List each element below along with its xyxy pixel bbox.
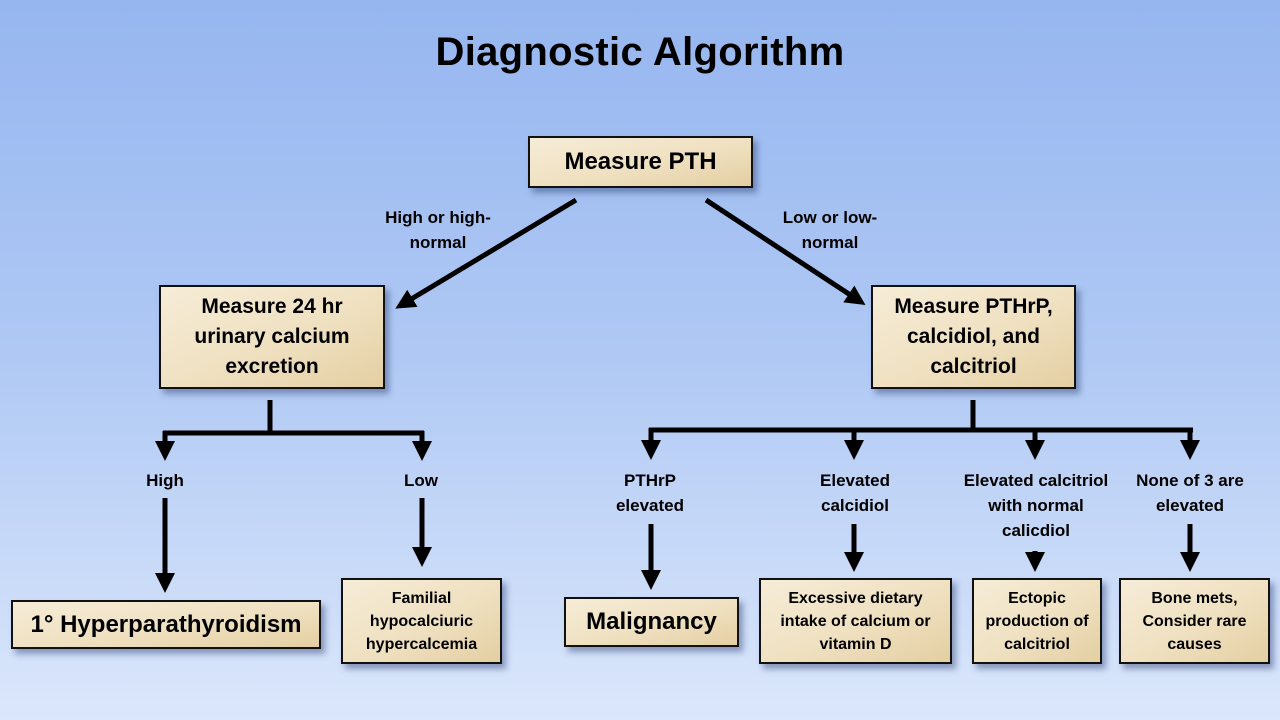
edge-label-low-or-low-normal: Low or low-normal: [782, 208, 878, 252]
node-measure-urinary-calcium: Measure 24 hr urinary calcium excretion: [159, 285, 385, 389]
node-fhh: Familial hypocalciuric hypercalcemia: [341, 578, 502, 664]
node-label: Ectopic production of calcitriol: [985, 589, 1089, 653]
node-primary-hyperparathyroidism: 1° Hyperparathyroidism: [11, 600, 321, 649]
node-label: Measure PTHrP, calcidiol, and calcitriol: [894, 295, 1053, 378]
node-measure-pth: Measure PTH: [528, 136, 753, 188]
node-label: Excessive dietary intake of calcium or v…: [780, 589, 931, 653]
diagram-title: Diagnostic Algorithm: [435, 30, 845, 74]
node-label: 1° Hyperparathyroidism: [30, 610, 302, 638]
edge-label-high-or-high-normal: High or high-normal: [385, 208, 491, 252]
node-ectopic-calcitriol: Ectopic production of calcitriol: [972, 578, 1102, 664]
edge-label-high: High: [146, 471, 184, 490]
node-malignancy: Malignancy: [564, 597, 739, 647]
edge-label-elevated-calcidiol: Elevated calcidiol: [820, 471, 890, 515]
node-measure-pthrp: Measure PTHrP, calcidiol, and calcitriol: [871, 285, 1076, 389]
arrow-pth-to-pthrp: [704, 197, 866, 305]
edge-label-pthrp-elevated: PTHrP elevated: [615, 471, 685, 515]
node-label: Familial hypocalciuric hypercalcemia: [365, 589, 478, 653]
node-label: Measure PTH: [564, 148, 717, 176]
node-label: Malignancy: [586, 608, 717, 636]
edge-label-elevated-calcitriol: Elevated calcitriol with normal calicdio…: [963, 471, 1109, 540]
arrow-pth-to-urinary: [395, 197, 578, 309]
node-label: Bone mets, Consider rare causes: [1142, 589, 1247, 653]
node-bone-mets: Bone mets, Consider rare causes: [1119, 578, 1270, 664]
node-excessive-intake: Excessive dietary intake of calcium or v…: [759, 578, 952, 664]
node-label: Measure 24 hr urinary calcium excretion: [194, 295, 350, 378]
edge-label-low: Low: [404, 471, 438, 490]
edge-label-none-elevated: None of 3 are elevated: [1136, 471, 1244, 515]
